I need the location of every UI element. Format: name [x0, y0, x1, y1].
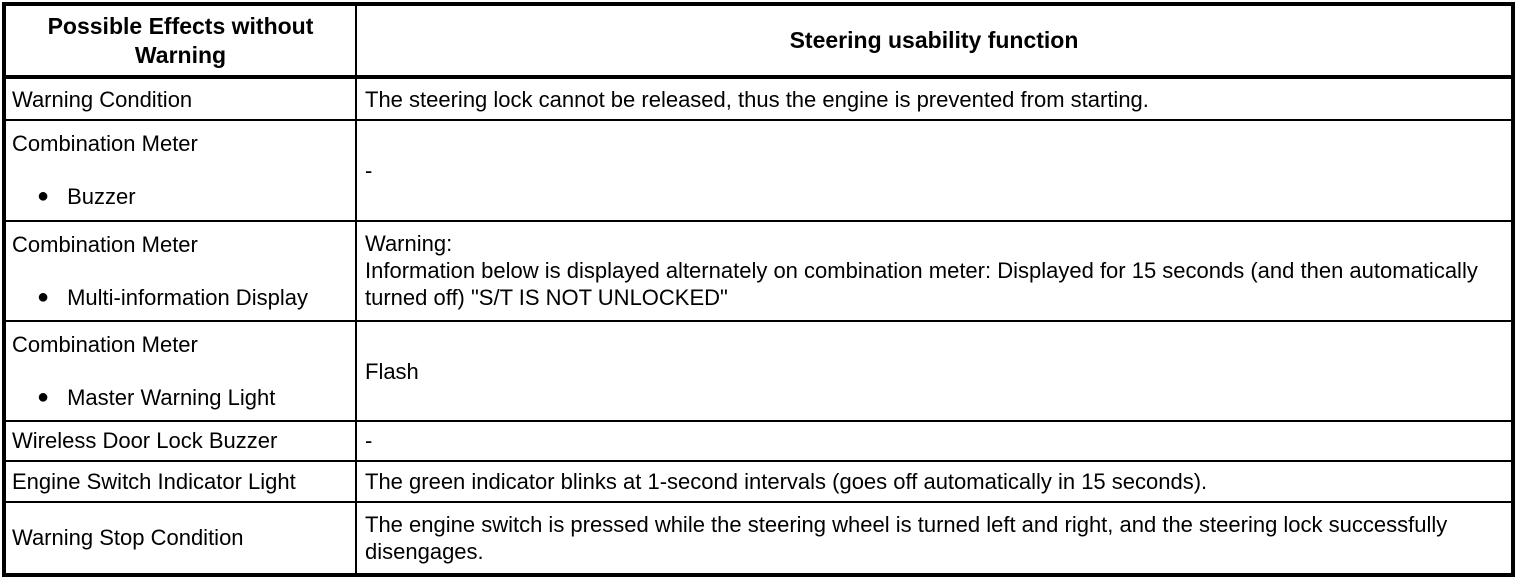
- bullet-icon: ●: [37, 285, 50, 308]
- effect-label: Warning Condition: [3, 75, 357, 122]
- bullet-row: ● Buzzer: [12, 183, 351, 210]
- effect-description: The steering lock cannot be released, th…: [355, 75, 1514, 122]
- table-row-warning-condition: Warning Condition The steering lock cann…: [3, 75, 1514, 122]
- table-row-master-warning-light: Combination Meter ● Master Warning Light…: [3, 319, 1514, 423]
- table-row-engine-switch-indicator-light: Engine Switch Indicator Light The green …: [3, 459, 1514, 503]
- effect-label: Wireless Door Lock Buzzer: [3, 420, 357, 462]
- bullet-row: ● Master Warning Light: [12, 384, 351, 411]
- effect-description: Warning: Information below is displayed …: [355, 219, 1514, 322]
- effect-description: The engine switch is pressed while the s…: [355, 500, 1514, 577]
- bullet-label: Multi-information Display: [67, 284, 308, 310]
- effect-description: Flash: [355, 319, 1514, 423]
- table-row-wireless-door-lock-buzzer: Wireless Door Lock Buzzer -: [3, 420, 1514, 462]
- column-header-steering-function: Steering usability function: [355, 3, 1514, 79]
- effect-label: Engine Switch Indicator Light: [3, 459, 357, 503]
- table-row-buzzer: Combination Meter ● Buzzer -: [3, 119, 1514, 222]
- bullet-label: Buzzer: [67, 184, 136, 210]
- bullet-row: ● Multi-information Display: [12, 284, 351, 311]
- bullet-icon: ●: [37, 386, 50, 409]
- effect-title: Combination Meter: [12, 332, 198, 358]
- table-row-multi-information-display: Combination Meter ● Multi-information Di…: [3, 219, 1514, 322]
- table-row-warning-stop-condition: Warning Stop Condition The engine switch…: [3, 500, 1514, 577]
- effect-label: Warning Stop Condition: [3, 500, 357, 577]
- column-header-possible-effects: Possible Effects without Warning: [3, 3, 357, 79]
- effect-title: Combination Meter: [12, 131, 198, 157]
- effect-title: Combination Meter: [12, 231, 198, 257]
- effect-label: Combination Meter ● Multi-information Di…: [3, 219, 357, 322]
- effect-description: The green indicator blinks at 1-second i…: [355, 459, 1514, 503]
- effect-label: Combination Meter ● Master Warning Light: [3, 319, 357, 423]
- bullet-label: Master Warning Light: [67, 385, 276, 411]
- effect-description: -: [355, 119, 1514, 222]
- bullet-icon: ●: [37, 185, 50, 208]
- header-row: Possible Effects without Warning Steerin…: [3, 3, 1514, 79]
- effect-label: Combination Meter ● Buzzer: [3, 119, 357, 222]
- effect-description: -: [355, 420, 1514, 462]
